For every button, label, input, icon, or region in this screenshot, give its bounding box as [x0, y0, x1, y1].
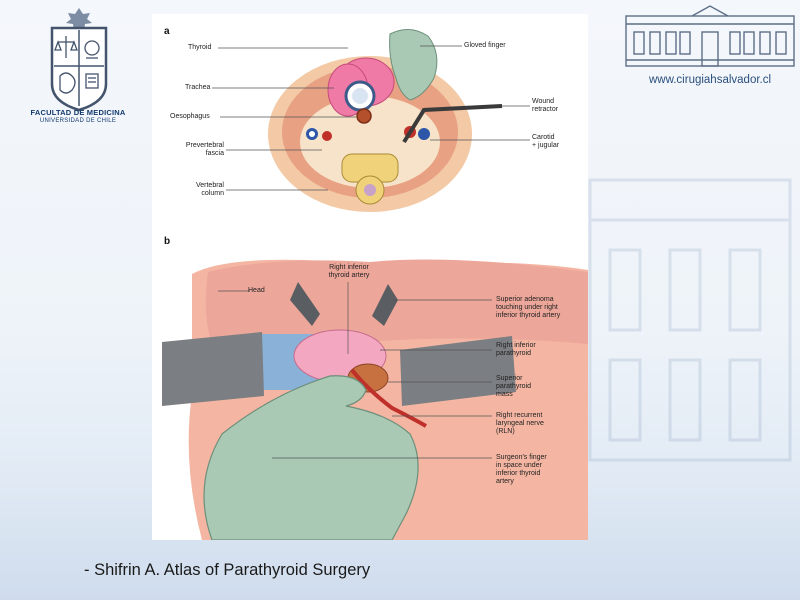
faculty-seal-logo: [50, 8, 108, 112]
label-vertebral-column: Vertebral column: [166, 182, 224, 198]
label-thyroid: Thyroid: [188, 44, 212, 51]
label-right-inferior-thyroid-artery: Right inferior thyroid artery: [320, 264, 378, 280]
label-carotid-line2: + jugular: [532, 142, 560, 149]
label-nerve-line3: (RLN): [496, 428, 515, 435]
label-wound-line2: retractor: [532, 106, 559, 113]
label-adenoma-line2: touching under right: [496, 304, 558, 311]
label-wound-retractor: Wound retractor: [532, 98, 558, 114]
anatomy-figure: a Thyroid Trachea Oesophagus Prevertebra…: [152, 14, 588, 540]
label-wound-line1: Wound: [532, 98, 555, 105]
label-oesophagus: Oesophagus: [170, 113, 210, 120]
label-parathyroid-line2: parathyroid: [496, 350, 532, 357]
background-building-watermark: [588, 178, 792, 462]
label-mass-line1: Superior: [496, 375, 523, 382]
label-right-inferior-parathyroid: Right inferior parathyroid: [496, 342, 536, 358]
label-vertebral-line1: Vertebral: [195, 182, 224, 189]
label-mass-line2: parathyroid: [496, 383, 532, 390]
panel-a-leaders: [212, 45, 530, 191]
label-nerve-line2: laryngeal nerve: [496, 420, 544, 427]
panel-b-leaders: [218, 282, 492, 459]
label-gloved-finger: Gloved finger: [464, 42, 506, 49]
label-adenoma-line3: inferior thyroid artery: [496, 312, 561, 319]
label-parathyroid-line1: Right inferior: [496, 342, 536, 349]
label-recurrent-laryngeal-nerve: Right recurrent laryngeal nerve (RLN): [496, 412, 544, 436]
citation-text: - Shifrin A. Atlas of Parathyroid Surger…: [84, 561, 371, 579]
hospital-building-logo: [625, 5, 795, 67]
label-superior-parathyroid-mass: Superior parathyroid mass: [496, 375, 531, 399]
label-prevertebral-line1: Prevertebral: [185, 142, 224, 149]
label-finger-line2: in space under: [496, 462, 542, 469]
label-artery-line2: thyroid artery: [328, 272, 370, 279]
panel-b-surgical-field: [162, 259, 588, 540]
label-vertebral-line2: column: [201, 190, 224, 197]
university-name: UNIVERSIDAD DE CHILE: [39, 118, 117, 124]
label-adenoma-line1: Superior adenoma: [496, 296, 554, 303]
label-surgeons-finger: Surgeon's finger in space under inferior…: [496, 454, 547, 486]
label-finger-line1: Surgeon's finger: [496, 454, 547, 461]
label-carotid-jugular: Carotid + jugular: [532, 134, 559, 150]
label-prevertebral-line2: fascia: [205, 150, 224, 157]
panel-a-letter: a: [164, 26, 170, 37]
label-head: Head: [248, 287, 265, 294]
label-finger-line4: artery: [496, 478, 514, 485]
figure-illustration: [162, 29, 588, 540]
panel-b-letter: b: [164, 236, 171, 247]
label-nerve-line1: Right recurrent: [496, 412, 543, 419]
label-prevertebral-fascia: Prevertebral fascia: [162, 142, 224, 158]
website-url: www.cirugiahsalvador.cl: [648, 74, 772, 86]
label-superior-adenoma: Superior adenoma touching under right in…: [496, 296, 560, 320]
label-carotid-line1: Carotid: [532, 134, 555, 141]
label-artery-line1: Right inferior: [329, 264, 369, 271]
panel-a-cross-section: [268, 29, 503, 212]
faculty-name: FACULTAD DE MEDICINA: [30, 108, 126, 117]
label-trachea: Trachea: [185, 84, 211, 91]
label-mass-line3: mass: [496, 391, 513, 398]
label-finger-line3: inferior thyroid: [496, 470, 541, 477]
